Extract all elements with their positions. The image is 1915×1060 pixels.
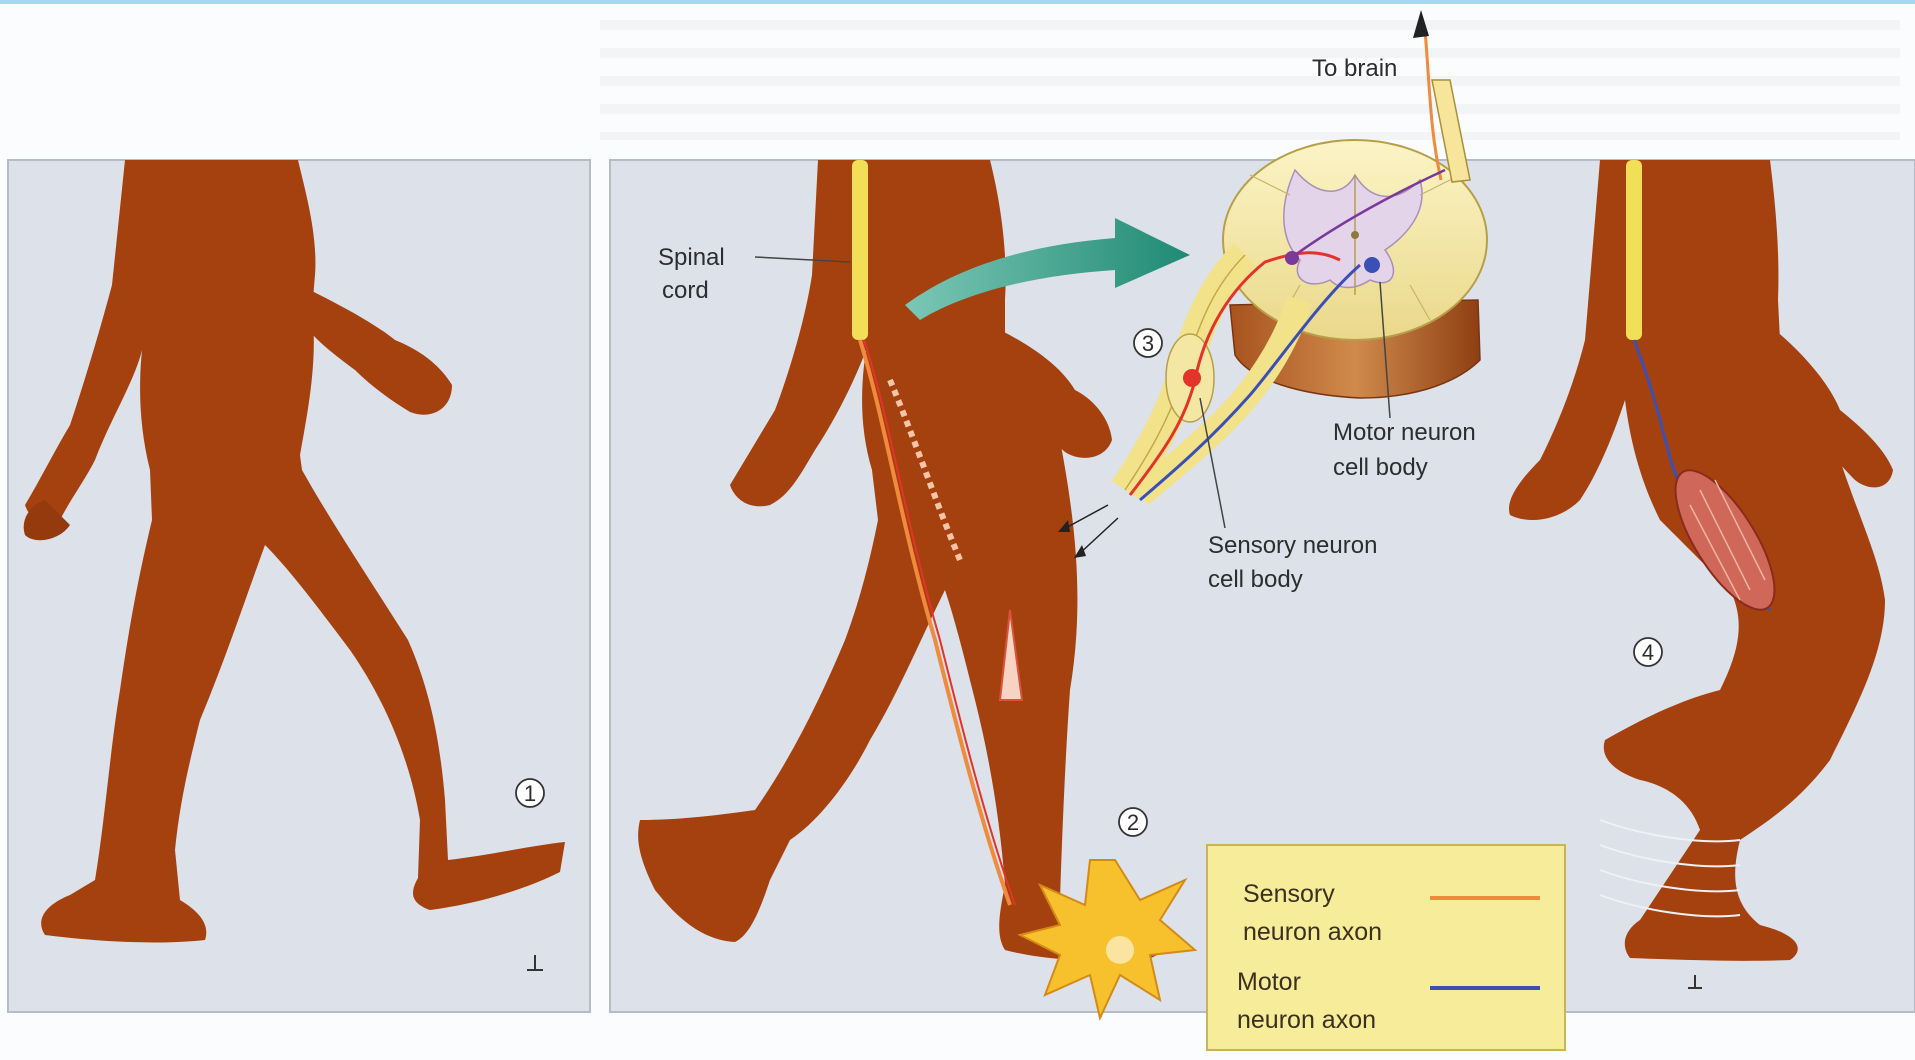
to-brain-label: To brain xyxy=(1312,55,1397,82)
spinal-cord-label: Spinal xyxy=(658,244,725,271)
motor-cell-body-dot xyxy=(1364,257,1380,273)
legend-motor-label-2: neuron axon xyxy=(1237,1006,1376,1034)
interneuron-dot xyxy=(1285,251,1299,265)
legend: Sensory neuron axon Motor neuron axon xyxy=(1207,845,1565,1050)
sensory-cell-body-label-2: cell body xyxy=(1208,566,1303,593)
spinal-cord-strand-2 xyxy=(852,160,868,340)
legend-motor-label: Motor xyxy=(1237,968,1301,996)
sensory-cell-body-label: Sensory neuron xyxy=(1208,532,1377,559)
step-3-number: 3 xyxy=(1142,331,1154,356)
motor-cell-body-label-2: cell body xyxy=(1333,454,1428,481)
spinal-cord-strand-3 xyxy=(1626,160,1642,340)
step-1-number: 1 xyxy=(524,781,536,806)
motor-cell-body-label: Motor neuron xyxy=(1333,419,1476,446)
to-brain-arrow xyxy=(1413,10,1429,38)
spinal-cord-label-2: cord xyxy=(662,277,709,304)
legend-sensory-label: Sensory xyxy=(1243,880,1335,908)
stimulus-flash xyxy=(1106,936,1134,964)
step-2-number: 2 xyxy=(1127,810,1139,835)
step-4-number: 4 xyxy=(1642,640,1654,665)
sensory-cell-body-dot xyxy=(1183,369,1201,387)
legend-sensory-label-2: neuron axon xyxy=(1243,918,1382,946)
